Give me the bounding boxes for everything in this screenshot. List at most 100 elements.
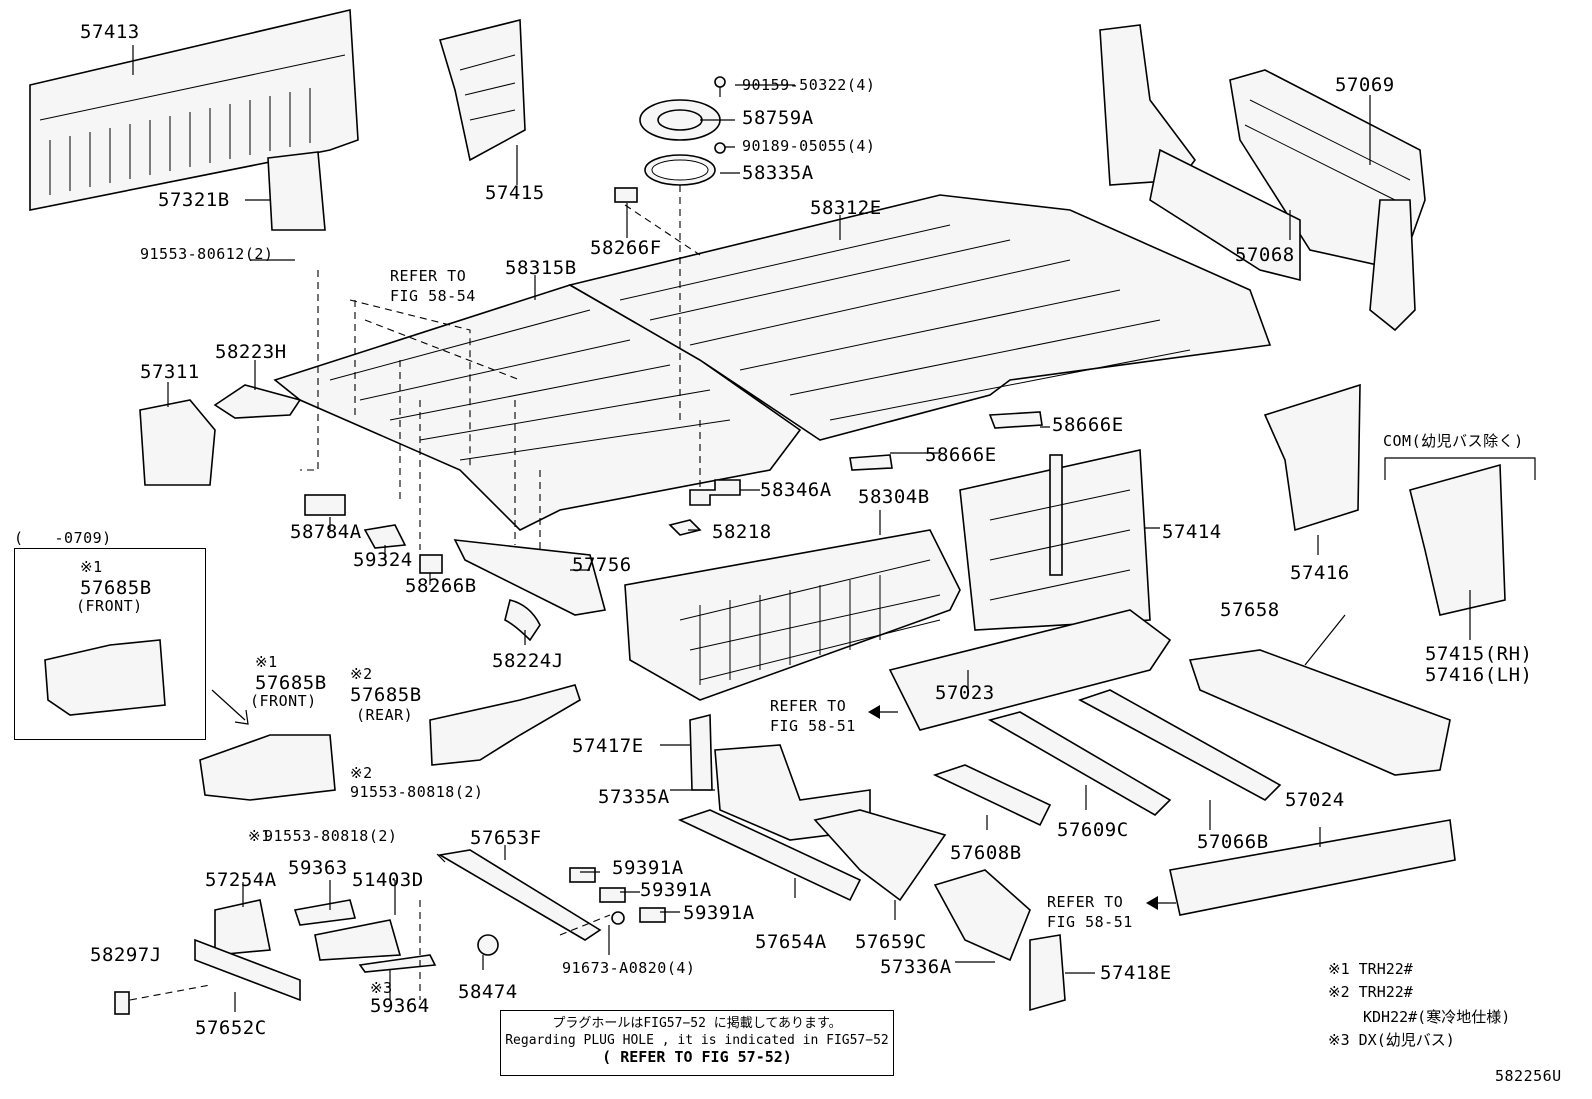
note-reference: ( REFER TO FIG 57-52) xyxy=(602,1048,792,1066)
label-91553-80612: 91553-80612(2) xyxy=(140,245,274,263)
label-front: (FRONT) xyxy=(250,692,317,710)
legend-line-1: ※1 TRH22# xyxy=(1328,960,1413,978)
part-57685B-rear-drawing xyxy=(429,684,581,766)
part-57416-drawing xyxy=(1263,383,1361,532)
label-58666E-2: 58666E xyxy=(925,444,997,466)
part-58224J-drawing xyxy=(504,599,541,642)
label-59391A-3: 59391A xyxy=(683,902,755,924)
label-57024: 57024 xyxy=(1285,789,1345,811)
mark-2-bolt: ※2 xyxy=(350,764,373,782)
label-51403D: 51403D xyxy=(352,869,424,891)
part-58218-drawing xyxy=(668,519,702,536)
label-59364: 59364 xyxy=(370,995,430,1017)
label-59391A-2: 59391A xyxy=(640,879,712,901)
label-57023: 57023 xyxy=(935,682,995,704)
label-front-inset: (FRONT) xyxy=(76,597,143,615)
label-fig-58-51-b: FIG 58-51 xyxy=(1047,913,1133,931)
legend-line-2: ※2 TRH22# xyxy=(1328,983,1413,1001)
label-57652C: 57652C xyxy=(195,1017,267,1039)
label-58346A: 58346A xyxy=(760,479,832,501)
note-japanese: プラグホールはFIG57−52 に掲載してあります。 xyxy=(552,1016,842,1031)
leader-lines xyxy=(132,45,1471,1012)
label-fig-58-54: FIG 58-54 xyxy=(390,287,476,305)
mark-1-front: ※1 xyxy=(255,653,278,671)
label-refer-to-3: REFER TO xyxy=(1047,893,1124,911)
label-58304B: 58304B xyxy=(858,486,930,508)
label-57653F: 57653F xyxy=(470,827,542,849)
label-fig-58-51-a: FIG 58-51 xyxy=(770,717,856,735)
label-57418E: 57418E xyxy=(1100,962,1172,984)
part-57414-drawing xyxy=(959,449,1151,631)
part-58304B-drawing xyxy=(624,529,961,701)
mark-1-inset: ※1 xyxy=(80,558,103,576)
part-57756-drawing xyxy=(453,539,607,616)
plug-hole-note: プラグホールはFIG57−52 に掲載してあります。 Regarding PLU… xyxy=(500,1010,894,1076)
part-58666E-a xyxy=(988,411,1043,429)
label-58784A: 58784A xyxy=(290,521,362,543)
legend-line-4: ※3 DX(幼児バス) xyxy=(1328,1031,1455,1049)
label-57336A: 57336A xyxy=(880,956,952,978)
label-refer-to-2: REFER TO xyxy=(770,697,847,715)
mark-3: ※3 xyxy=(370,979,393,997)
label-58759A: 58759A xyxy=(742,107,814,129)
label-57685B-inset: 57685B xyxy=(80,577,152,599)
label-57417E: 57417E xyxy=(572,735,644,757)
inset-part-57685B-drawing xyxy=(44,639,166,716)
legend-line-3: KDH22#(寒冷地仕様) xyxy=(1363,1008,1511,1026)
part-57685B-front-drawing xyxy=(199,734,336,801)
label-57416: 57416 xyxy=(1290,562,1350,584)
label-57415: 57415 xyxy=(485,182,545,204)
part-58784A-drawing xyxy=(304,494,346,516)
label-57321B: 57321B xyxy=(158,189,230,211)
inset-box xyxy=(14,548,206,740)
label-58335A: 58335A xyxy=(742,162,814,184)
label-57685B-front: 57685B xyxy=(255,672,327,694)
dashed-leaders-bottom xyxy=(129,900,611,1001)
label-58297J: 58297J xyxy=(90,944,162,966)
label-refer-to-1: REFER TO xyxy=(390,267,467,285)
label-58218: 58218 xyxy=(712,521,772,543)
label-90159-50322: 90159-50322(4) xyxy=(742,76,876,94)
label-90189-05055: 90189-05055(4) xyxy=(742,137,876,155)
pointer-arrow xyxy=(211,689,249,725)
part-58223H-drawing xyxy=(213,384,302,419)
label-58474: 58474 xyxy=(458,981,518,1003)
label-58666E-1: 58666E xyxy=(1052,414,1124,436)
label-91553-80818-b: 91553-80818(2) xyxy=(264,827,398,845)
label-58266F: 58266F xyxy=(590,237,662,259)
label-57415RH: 57415(RH) xyxy=(1425,643,1533,665)
label-58223H: 58223H xyxy=(215,341,287,363)
label-57069: 57069 xyxy=(1335,74,1395,96)
floor-panel-58312E xyxy=(567,194,1272,441)
refer-arrows xyxy=(878,711,1176,904)
label-58224J: 58224J xyxy=(492,650,564,672)
refer-arrow-head-2 xyxy=(1146,896,1158,910)
note-english: Regarding PLUG HOLE , it is indicated in… xyxy=(505,1033,889,1048)
label-57335A: 57335A xyxy=(598,786,670,808)
part-57069-57068-drawing xyxy=(1099,24,1426,332)
part-57415-drawing xyxy=(438,18,526,162)
label-59324: 59324 xyxy=(353,549,413,571)
figure-code: 582256U xyxy=(1495,1067,1562,1085)
inset-header: ( -0709) xyxy=(14,529,112,547)
small-parts-group xyxy=(114,849,666,1015)
refer-arrow-head-1 xyxy=(868,705,880,719)
mark-2-rear: ※2 xyxy=(350,665,373,683)
label-58266B: 58266B xyxy=(405,575,477,597)
part-58346A-drawing xyxy=(689,479,741,506)
label-57068: 57068 xyxy=(1235,244,1295,266)
label-57756: 57756 xyxy=(572,554,632,576)
label-57414: 57414 xyxy=(1162,521,1222,543)
part-57413-drawing xyxy=(29,9,359,231)
label-59363: 59363 xyxy=(288,857,348,879)
label-58315B: 58315B xyxy=(505,257,577,279)
label-57254A: 57254A xyxy=(205,869,277,891)
part-58666E-b xyxy=(849,454,893,471)
label-91673-A0820: 91673-A0820(4) xyxy=(562,959,696,977)
label-57066B: 57066B xyxy=(1197,831,1269,853)
label-57311: 57311 xyxy=(140,361,200,383)
hardware-group xyxy=(614,76,726,203)
label-57416LH: 57416(LH) xyxy=(1425,664,1533,686)
label-57654A: 57654A xyxy=(755,931,827,953)
